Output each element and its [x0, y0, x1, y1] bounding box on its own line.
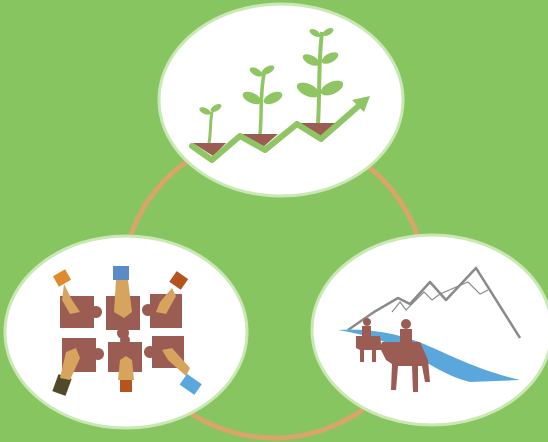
rider-back — [356, 318, 382, 362]
growth-node — [157, 2, 405, 198]
plant-medium-leaf-4 — [261, 65, 275, 75]
puzzle-knob-1 — [90, 306, 102, 318]
plant-small-leaf-r — [210, 104, 222, 112]
plant-tall-leaf-2 — [320, 80, 344, 96]
puzzle-knob-3 — [142, 304, 154, 316]
soil-mound-1 — [193, 143, 226, 156]
teamwork-node — [3, 234, 249, 430]
puzzle-knob-5 — [120, 335, 130, 345]
plant-medium-leaf-2 — [263, 91, 283, 105]
hand-top-right — [156, 271, 189, 314]
hand-top-center — [113, 266, 132, 318]
plant-tall-stem — [316, 31, 324, 124]
soil-mound-2 — [240, 134, 278, 148]
plant-small-stem — [207, 111, 214, 144]
puzzle-knob-4 — [92, 348, 104, 360]
hand-top-left — [52, 269, 80, 314]
plant-medium-leaf-3 — [249, 67, 263, 77]
plant-tall-leaf-4 — [321, 52, 339, 64]
plant-medium-leaf-1 — [242, 91, 262, 105]
horse-riders-mountains-icon — [338, 266, 522, 392]
hand-bottom-right — [162, 348, 202, 395]
hand-bottom-center — [118, 356, 134, 392]
puzzle-knob-6 — [144, 346, 156, 358]
growth-arrow — [189, 100, 365, 163]
mountain-range — [347, 266, 522, 339]
seedling-growth-arrow-icon — [189, 28, 370, 163]
plant-tall-leaf-6 — [322, 28, 334, 36]
growth-arrow-head — [352, 96, 370, 112]
plant-medium-stem — [258, 73, 266, 135]
plant-small-leaf-l — [199, 107, 211, 115]
plant-tall-leaf-3 — [302, 54, 320, 66]
plant-tall-leaf-5 — [309, 29, 321, 37]
plant-tall-leaf-1 — [296, 82, 320, 98]
rider-front — [380, 319, 430, 392]
mountain-snowline — [391, 281, 489, 313]
journey-node — [310, 233, 548, 427]
hand-bottom-left — [52, 348, 80, 396]
river — [338, 329, 520, 382]
